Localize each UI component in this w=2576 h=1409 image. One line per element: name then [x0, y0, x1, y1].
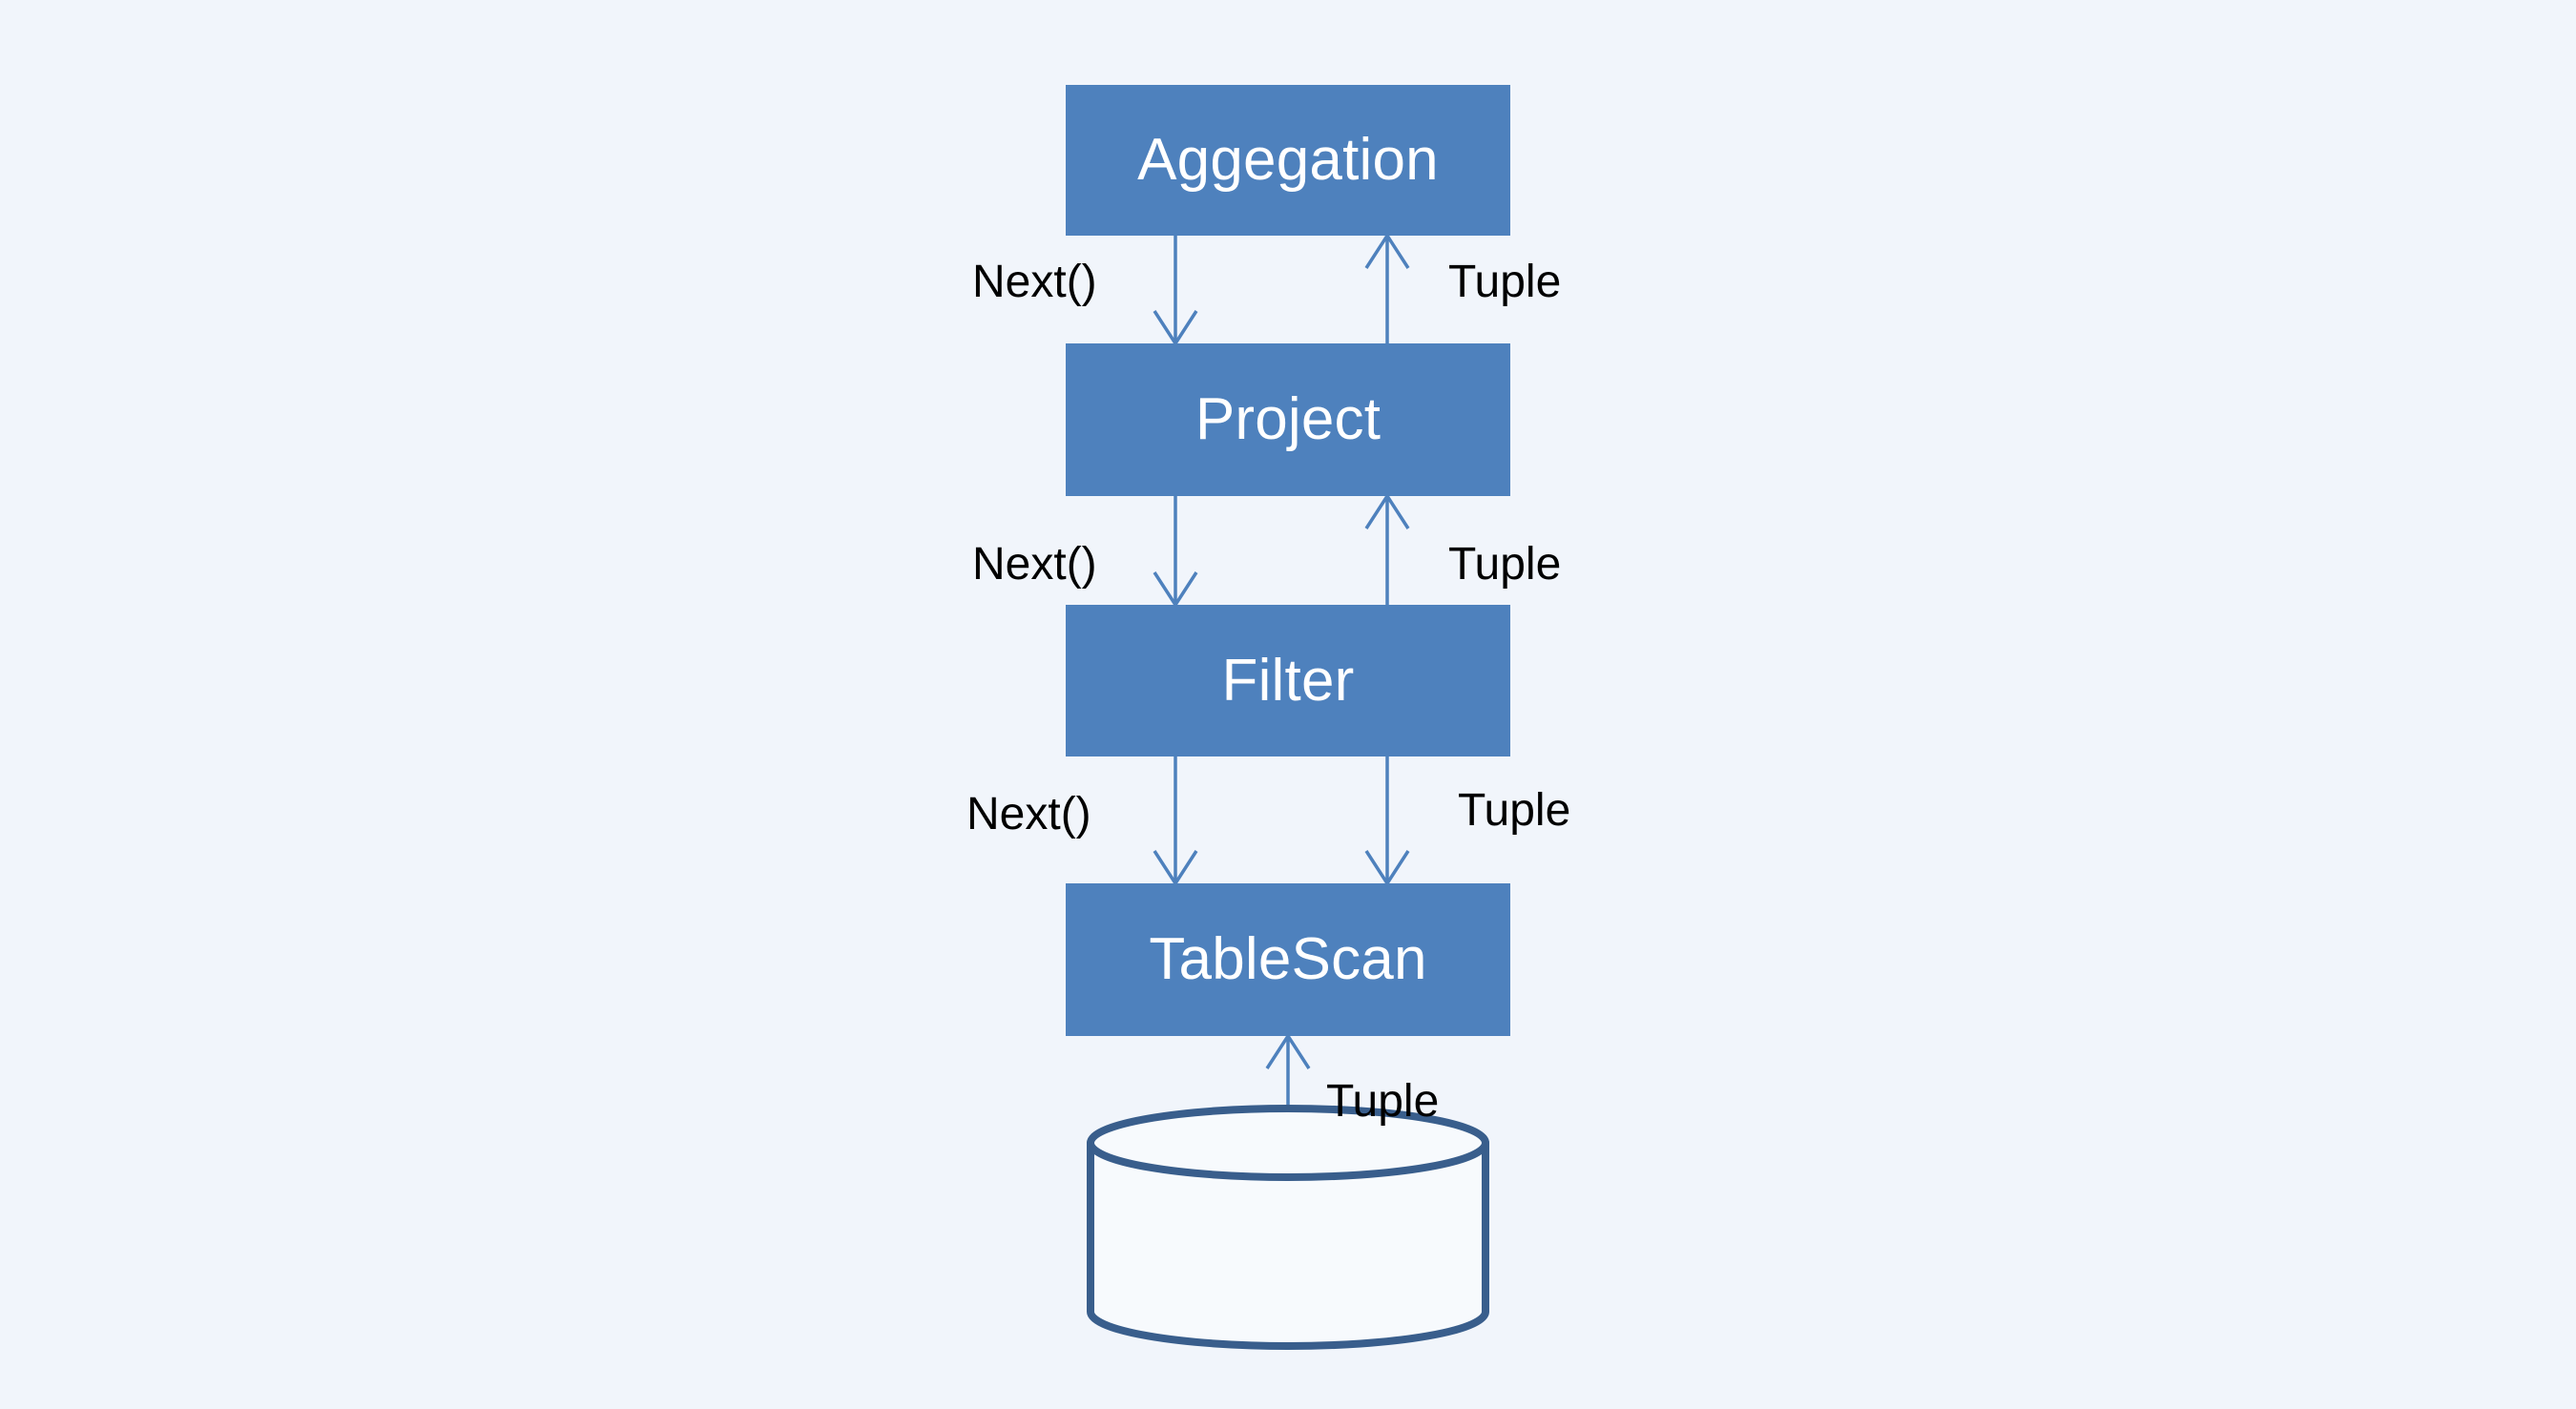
- edge-label-tuple: Tuple: [1448, 259, 1561, 305]
- operator-box-aggegation[interactable]: Aggegation: [1066, 85, 1510, 236]
- operator-box-project[interactable]: Project: [1066, 343, 1510, 496]
- edge-label-next: Next(): [972, 542, 1097, 588]
- operator-label: TableScan: [1149, 930, 1426, 989]
- arrow-head-up: [1366, 496, 1408, 528]
- edge-label-tuple: Tuple: [1448, 542, 1561, 588]
- edge-label-tuple: Tuple: [1458, 788, 1570, 834]
- arrow-head-up: [1366, 236, 1408, 268]
- operator-label: Aggegation: [1137, 131, 1439, 190]
- operator-box-filter[interactable]: Filter: [1066, 605, 1510, 756]
- operator-label: Filter: [1222, 652, 1355, 711]
- edge-label-next: Next(): [966, 792, 1091, 838]
- operator-box-tablescan[interactable]: TableScan: [1066, 883, 1510, 1036]
- arrow-head-up: [1267, 1036, 1309, 1068]
- edge-label-tuple: Tuple: [1326, 1079, 1439, 1125]
- arrow-head-down: [1154, 572, 1196, 605]
- arrow-head-down: [1154, 851, 1196, 883]
- database-cylinder-icon[interactable]: [1091, 1109, 1485, 1346]
- operator-label: Project: [1195, 390, 1381, 449]
- arrow-head-down: [1366, 851, 1408, 883]
- edge-label-next: Next(): [972, 259, 1097, 305]
- arrow-head-down: [1154, 311, 1196, 343]
- cylinder-body: [1091, 1143, 1485, 1346]
